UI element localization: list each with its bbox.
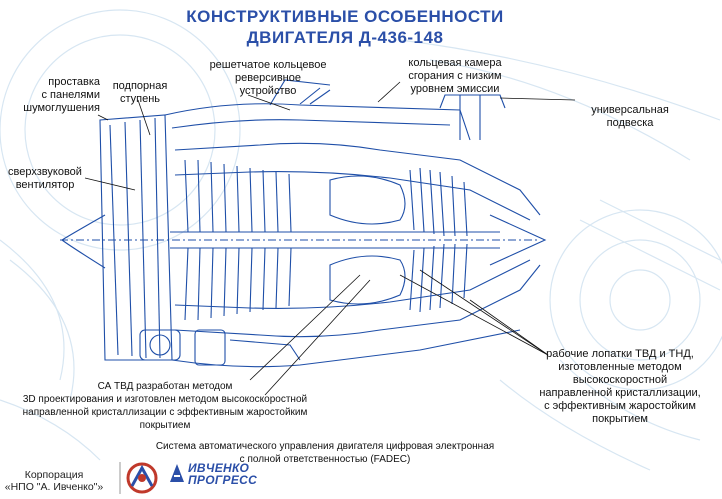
progress-logo-icon: [170, 464, 184, 482]
corporation-name: Корпорация «НПО "А. Ивченко"»: [4, 469, 104, 493]
label-line: высокоскоростной: [572, 374, 668, 386]
label-line: подвеска: [606, 117, 654, 129]
page-title: КОНСТРУКТИВНЫЕ ОСОБЕННОСТИ ДВИГАТЕЛЯ Д-4…: [150, 6, 540, 48]
label-line: сгорания с низким: [408, 70, 502, 82]
label-line: универсальная: [591, 104, 669, 116]
label-nozzle-vane: СА ТВД разработан методом 3D проектирова…: [20, 380, 310, 432]
engine-outline: [60, 79, 547, 368]
label-line: сверхзвуковой: [8, 166, 82, 178]
label-line: изготовленные методом: [558, 361, 682, 373]
label-line: Система автоматического управления двига…: [155, 441, 495, 452]
label-line: направленной кристаллизации с эффективны…: [22, 407, 308, 418]
label-turbine-blades: рабочие лопатки ТВД и ТНД, изготовленные…: [530, 348, 710, 426]
label-line: направленной кристаллизации,: [539, 387, 701, 399]
label-booster: подпорная ступень: [102, 80, 178, 106]
label-fan: сверхзвуковой вентилятор: [2, 166, 88, 192]
label-line: подпорная: [112, 80, 168, 92]
label-line: вентилятор: [15, 179, 75, 191]
title-line-2: ДВИГАТЕЛЯ Д-436-148: [246, 28, 444, 47]
corporation-logo-icon: [119, 462, 158, 494]
brand-line: ИВЧЕНКО: [188, 461, 250, 475]
label-fadec: Система автоматического управления двига…: [135, 440, 515, 466]
label-combustor: кольцевая камера сгорания с низким уровн…: [380, 57, 530, 96]
brand-name: ИВЧЕНКО ПРОГРЕСС: [188, 462, 257, 486]
label-line: устройство: [239, 85, 297, 97]
label-line: проставка: [48, 76, 100, 88]
label-line: рабочие лопатки ТВД и ТНД,: [546, 348, 694, 360]
brand-line: ПРОГРЕСС: [188, 473, 258, 487]
label-reverser: решетчатое кольцевое реверсивное устройс…: [198, 59, 338, 98]
label-line: ступень: [119, 93, 161, 105]
corp-line: Корпорация: [24, 469, 84, 481]
label-line: с эффективным жаростойким: [544, 400, 696, 412]
label-line: с панелями: [41, 89, 100, 101]
label-line: СА ТВД разработан методом: [97, 381, 233, 392]
label-line: 3D проектирования и изготовлен методом в…: [22, 394, 308, 405]
title-line-1: КОНСТРУКТИВНЫЕ ОСОБЕННОСТИ: [186, 7, 504, 26]
label-line: реверсивное: [235, 72, 301, 84]
label-spacer: проставка с панелями шумоглушения: [10, 76, 100, 115]
label-line: уровнем эмиссии: [410, 83, 500, 95]
label-line: решетчатое кольцевое: [209, 59, 327, 71]
label-line: покрытием: [139, 420, 191, 431]
label-line: с полной ответственностью (FADEC): [239, 454, 411, 465]
label-line: кольцевая камера: [408, 57, 502, 69]
background-watermark: [0, 9, 722, 471]
leader-lines: [84, 81, 576, 396]
label-mount: универсальная подвеска: [575, 104, 685, 130]
label-line: шумоглушения: [23, 102, 100, 114]
label-line: покрытием: [592, 413, 648, 425]
corp-line: «НПО "А. Ивченко"»: [4, 481, 104, 493]
